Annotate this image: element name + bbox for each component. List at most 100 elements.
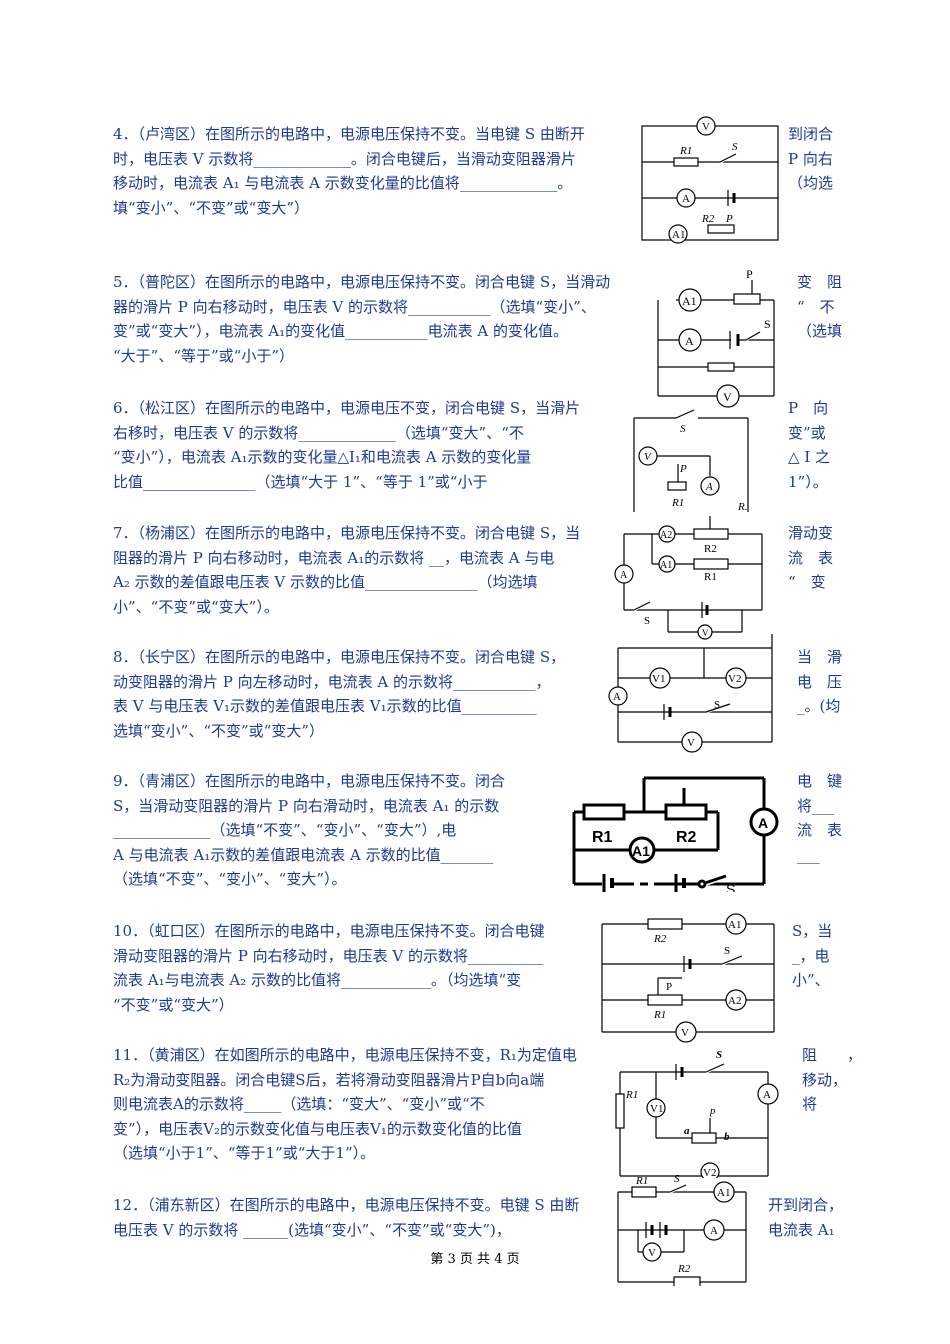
label: S [680,423,686,435]
question-line: S，当滑动变阻器的滑片 P 向右滑动时，电流表 A₁ 的示数 [113,796,500,815]
label: S [724,945,730,957]
question-line: 表 V 与电压表 V₁示数的差值跟电压表 V₁示数的比值__________ [113,697,537,715]
label: A [705,481,713,493]
question-line: 移动， [802,1070,848,1089]
label: S [716,1049,722,1061]
question-9-continuation: 电 键 将___ 流 表 ___ [797,769,842,867]
question-line: _，电 [792,946,830,965]
question-line: 6．（松江区）在图所示的电路中，电源电压不变，闭合电键 S，当滑片 [113,399,581,417]
label: V [702,628,709,638]
question-line: 将___ [797,796,835,815]
question-line: 动变阻器的滑片 P 向左移动时，电流表 A 的示数将___________， [113,672,551,691]
label: V [687,737,695,749]
question-line: 4．（卢湾区）在图所示的电路中，电源电压保持不变。当电键 S 由断开 [113,125,585,143]
question-line: 则电流表A的示数将_____（选填：“变大”、“变小”或“不 [113,1095,485,1113]
question-10-continuation: S，当 _，电 小”、 [792,919,842,993]
question-line: 变”），电压表V₂的示数变化值与电压表V₁的示数变化值的比值 [113,1119,522,1138]
question-line: 选填“变小”、“不变”或“变大”） [113,721,325,740]
label: P [679,463,687,475]
question-line: S，当 [792,922,833,940]
label: S [644,615,650,627]
question-line: 电压表 V 的示数将 ______(选填“变小”、“不变”或“变大”)， [113,1220,511,1239]
label: A [685,334,694,348]
label: P [666,981,672,993]
label: R1 [635,1175,648,1187]
question-6: 6．（松江区）在图所示的电路中，电源电压不变，闭合电键 S，当滑片 右移时，电压… [113,396,633,494]
label: V1 [652,673,665,685]
label: R1 [653,1009,666,1021]
question-6-continuation: P 向 变”或 △ I 之 1”）。 [788,396,842,494]
label: R2 [701,213,715,225]
label: R1 [671,497,684,509]
question-line: ___ [797,845,820,864]
question-line: 当 滑 [797,648,843,666]
question-line: 流表 A₁与电流表 A₂ 示数的比值将____________。（均选填“变 [113,971,522,989]
circuit-diagram-q9: R1 R2 A1 A S [568,772,782,892]
label: A [758,815,768,831]
label: R. [737,501,747,513]
question-line: 阻 ， [802,1046,863,1064]
question-line: 小”、 [792,971,830,989]
question-5-continuation: 变 阻 “ 不 （选填 [797,270,842,344]
label: S [732,141,738,153]
question-11: 11．（黄浦区）在如图所示的电路中，电源电压保持不变，R₁为定值电 R₂为滑动变… [113,1043,633,1166]
page-footer: 第 3 页 共 4 页 [430,1252,520,1267]
question-line: 12．（浦东新区）在图所示的电路中，电源电压保持不变。电键 S 由断 [113,1196,580,1214]
label: p [709,1105,716,1117]
question-9: 9．（青浦区）在图所示的电路中，电源电压保持不变。闭合 S，当滑动变阻器的滑片 … [113,769,633,892]
label: A1 [717,1187,730,1199]
label: R2 [676,829,697,846]
question-line: _____________（选填“不变”、“变小”、“变大”）,电 [113,821,457,839]
label: A1 [660,560,672,571]
question-5: 5．（普陀区）在图所示的电路中，电源电压保持不变。闭合电键 S，当滑动 器的滑片… [113,270,633,368]
question-line: 移动时，电流表 A₁ 与电流表 A 示数变化量的比值将_____________… [113,174,573,192]
label: A [710,1225,718,1237]
circuit-diagram-q4: V R1 S A R2 P A1 [640,114,782,244]
label: R2 [677,1263,691,1275]
question-line: 电 键 [797,772,843,790]
question-12-continuation: 开到闭合， 电流表 A₁ [768,1193,848,1242]
label: A1 [682,294,697,308]
question-line: A₂ 示数的差值跟电压表 V 示数的比值_______________（均选填 [113,573,538,591]
question-line: 阻器的滑片 P 向右移动时，电流表 A₁的示数将 __，电流表 A 与电 [113,548,555,567]
question-4-continuation: 到闭合 P 向右 （均选 [788,122,842,196]
question-line: P 向 [788,399,829,417]
question-line: 流 表 [788,548,834,567]
label: V [702,121,710,133]
question-line: A 与电流表 A₁示数的差值跟电流表 A 示数的比值_______ [113,845,494,864]
label: V2 [728,673,741,685]
question-line: 小”、“不变”或“变大”）。 [113,597,279,616]
label: S [674,1173,680,1185]
question-line: 变”或 [788,423,826,442]
label: A1 [632,843,650,859]
label: A1 [728,919,741,931]
question-line: （选填“不变”、“变小”、“变大”）。 [113,870,347,888]
label: S [764,317,771,331]
label: R1 [704,571,717,583]
label: A [763,1089,771,1101]
question-7: 7．（杨浦区）在图所示的电路中，电源电压保持不变。闭合电键 S，当 阻器的滑片 … [113,521,633,619]
label: S [714,699,720,711]
question-line: 流 表 [797,821,843,839]
label: A [620,570,628,581]
question-line: 9．（青浦区）在图所示的电路中，电源电压保持不变。闭合 [113,772,506,790]
question-line: P 向右 [788,149,833,168]
question-line: “大于”、“等于”或“小于”） [113,346,295,365]
label: P [746,268,753,281]
question-line: 变”或“变大”），电流表 A₁的变化值___________电流表 A 的变化值… [113,322,568,340]
circuit-diagram-q11: S R1 V1 p a b A V2 [610,1046,780,1178]
question-line: 11．（黄浦区）在如图所示的电路中，电源电压保持不变，R₁为定值电 [113,1046,577,1064]
label: A2 [728,995,741,1007]
label: S [726,881,735,892]
label: V [681,1027,689,1039]
circuit-diagram-q7: A2 R2 A1 R1 A S V [612,512,772,642]
label: R1 [625,1089,638,1101]
question-line: “ 不 [797,297,835,316]
question-11-continuation: 阻 ， 移动， 将 [802,1043,863,1117]
circuit-diagram-q5: A1 P A S V [654,268,784,408]
label: A [613,691,621,703]
label: A [682,193,690,205]
label: a [684,1125,690,1137]
question-line: 电流表 A₁ [768,1220,835,1239]
question-line: △ I 之 [788,448,830,466]
